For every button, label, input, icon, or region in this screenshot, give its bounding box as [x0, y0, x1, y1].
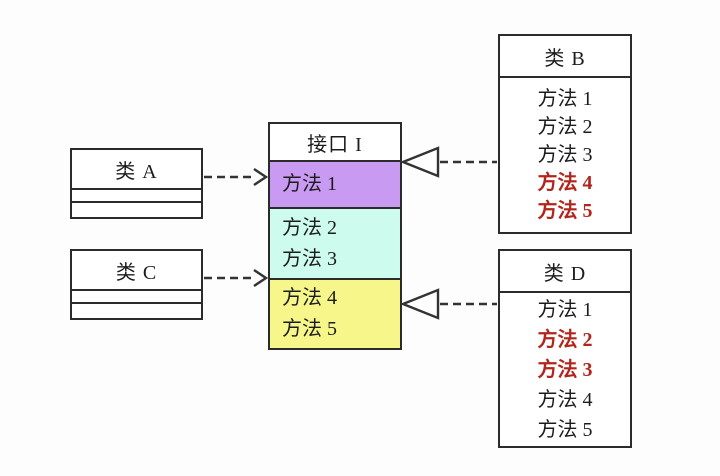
- interface-method-2: 方法 2: [282, 216, 337, 239]
- realization-arrow-b-to-interface: [399, 146, 497, 178]
- class-b-method-5: 方法 5: [537, 200, 593, 222]
- class-b-methods-compartment: 方法 1 方法 2 方法 3 方法 4 方法 5: [500, 78, 630, 232]
- class-b-method-2: 方法 2: [537, 116, 593, 138]
- class-d-method-4: 方法 4: [537, 388, 593, 411]
- class-a-title: 类 A: [72, 150, 201, 190]
- interface-method-4: 方法 4: [282, 287, 337, 309]
- dependency-arrow-c-to-interface: [204, 269, 269, 287]
- class-b-method-3: 方法 3: [537, 144, 593, 166]
- class-c-attributes-compartment: [72, 291, 201, 304]
- class-c-title: 类 C: [72, 251, 201, 291]
- class-d-methods-compartment: 方法 1 方法 2 方法 3 方法 4 方法 5: [500, 293, 630, 446]
- interface-method-1: 方法 1: [282, 173, 337, 195]
- dependency-arrow-a-to-interface: [204, 168, 269, 186]
- realization-arrow-d-to-interface: [399, 288, 497, 320]
- class-d-method-1: 方法 1: [537, 298, 593, 321]
- class-b-method-1: 方法 1: [537, 88, 593, 110]
- class-b-method-4: 方法 4: [537, 172, 593, 194]
- class-a-box: 类 A: [70, 148, 203, 219]
- class-b-box: 类 B 方法 1 方法 2 方法 3 方法 4 方法 5: [498, 34, 632, 234]
- interface-segment-yellow: 方法 4 方法 5: [270, 278, 400, 348]
- class-d-method-2: 方法 2: [537, 328, 593, 351]
- class-c-box: 类 C: [70, 249, 203, 320]
- class-d-method-3: 方法 3: [537, 358, 593, 381]
- class-c-operations-compartment: [72, 304, 201, 318]
- interface-i-box: 接口 I 方法 1 方法 2 方法 3 方法 4 方法 5: [268, 122, 402, 350]
- interface-i-title: 接口 I: [270, 124, 400, 160]
- interface-method-5: 方法 5: [282, 318, 337, 340]
- interface-segment-cyan: 方法 2 方法 3: [270, 207, 400, 278]
- class-d-title: 类 D: [500, 251, 630, 293]
- interface-method-3: 方法 3: [282, 247, 337, 270]
- class-d-box: 类 D 方法 1 方法 2 方法 3 方法 4 方法 5: [498, 249, 632, 448]
- class-a-attributes-compartment: [72, 190, 201, 203]
- class-a-operations-compartment: [72, 203, 201, 217]
- class-d-method-5: 方法 5: [537, 418, 593, 441]
- interface-segment-purple: 方法 1: [270, 160, 400, 207]
- class-b-title: 类 B: [500, 36, 630, 78]
